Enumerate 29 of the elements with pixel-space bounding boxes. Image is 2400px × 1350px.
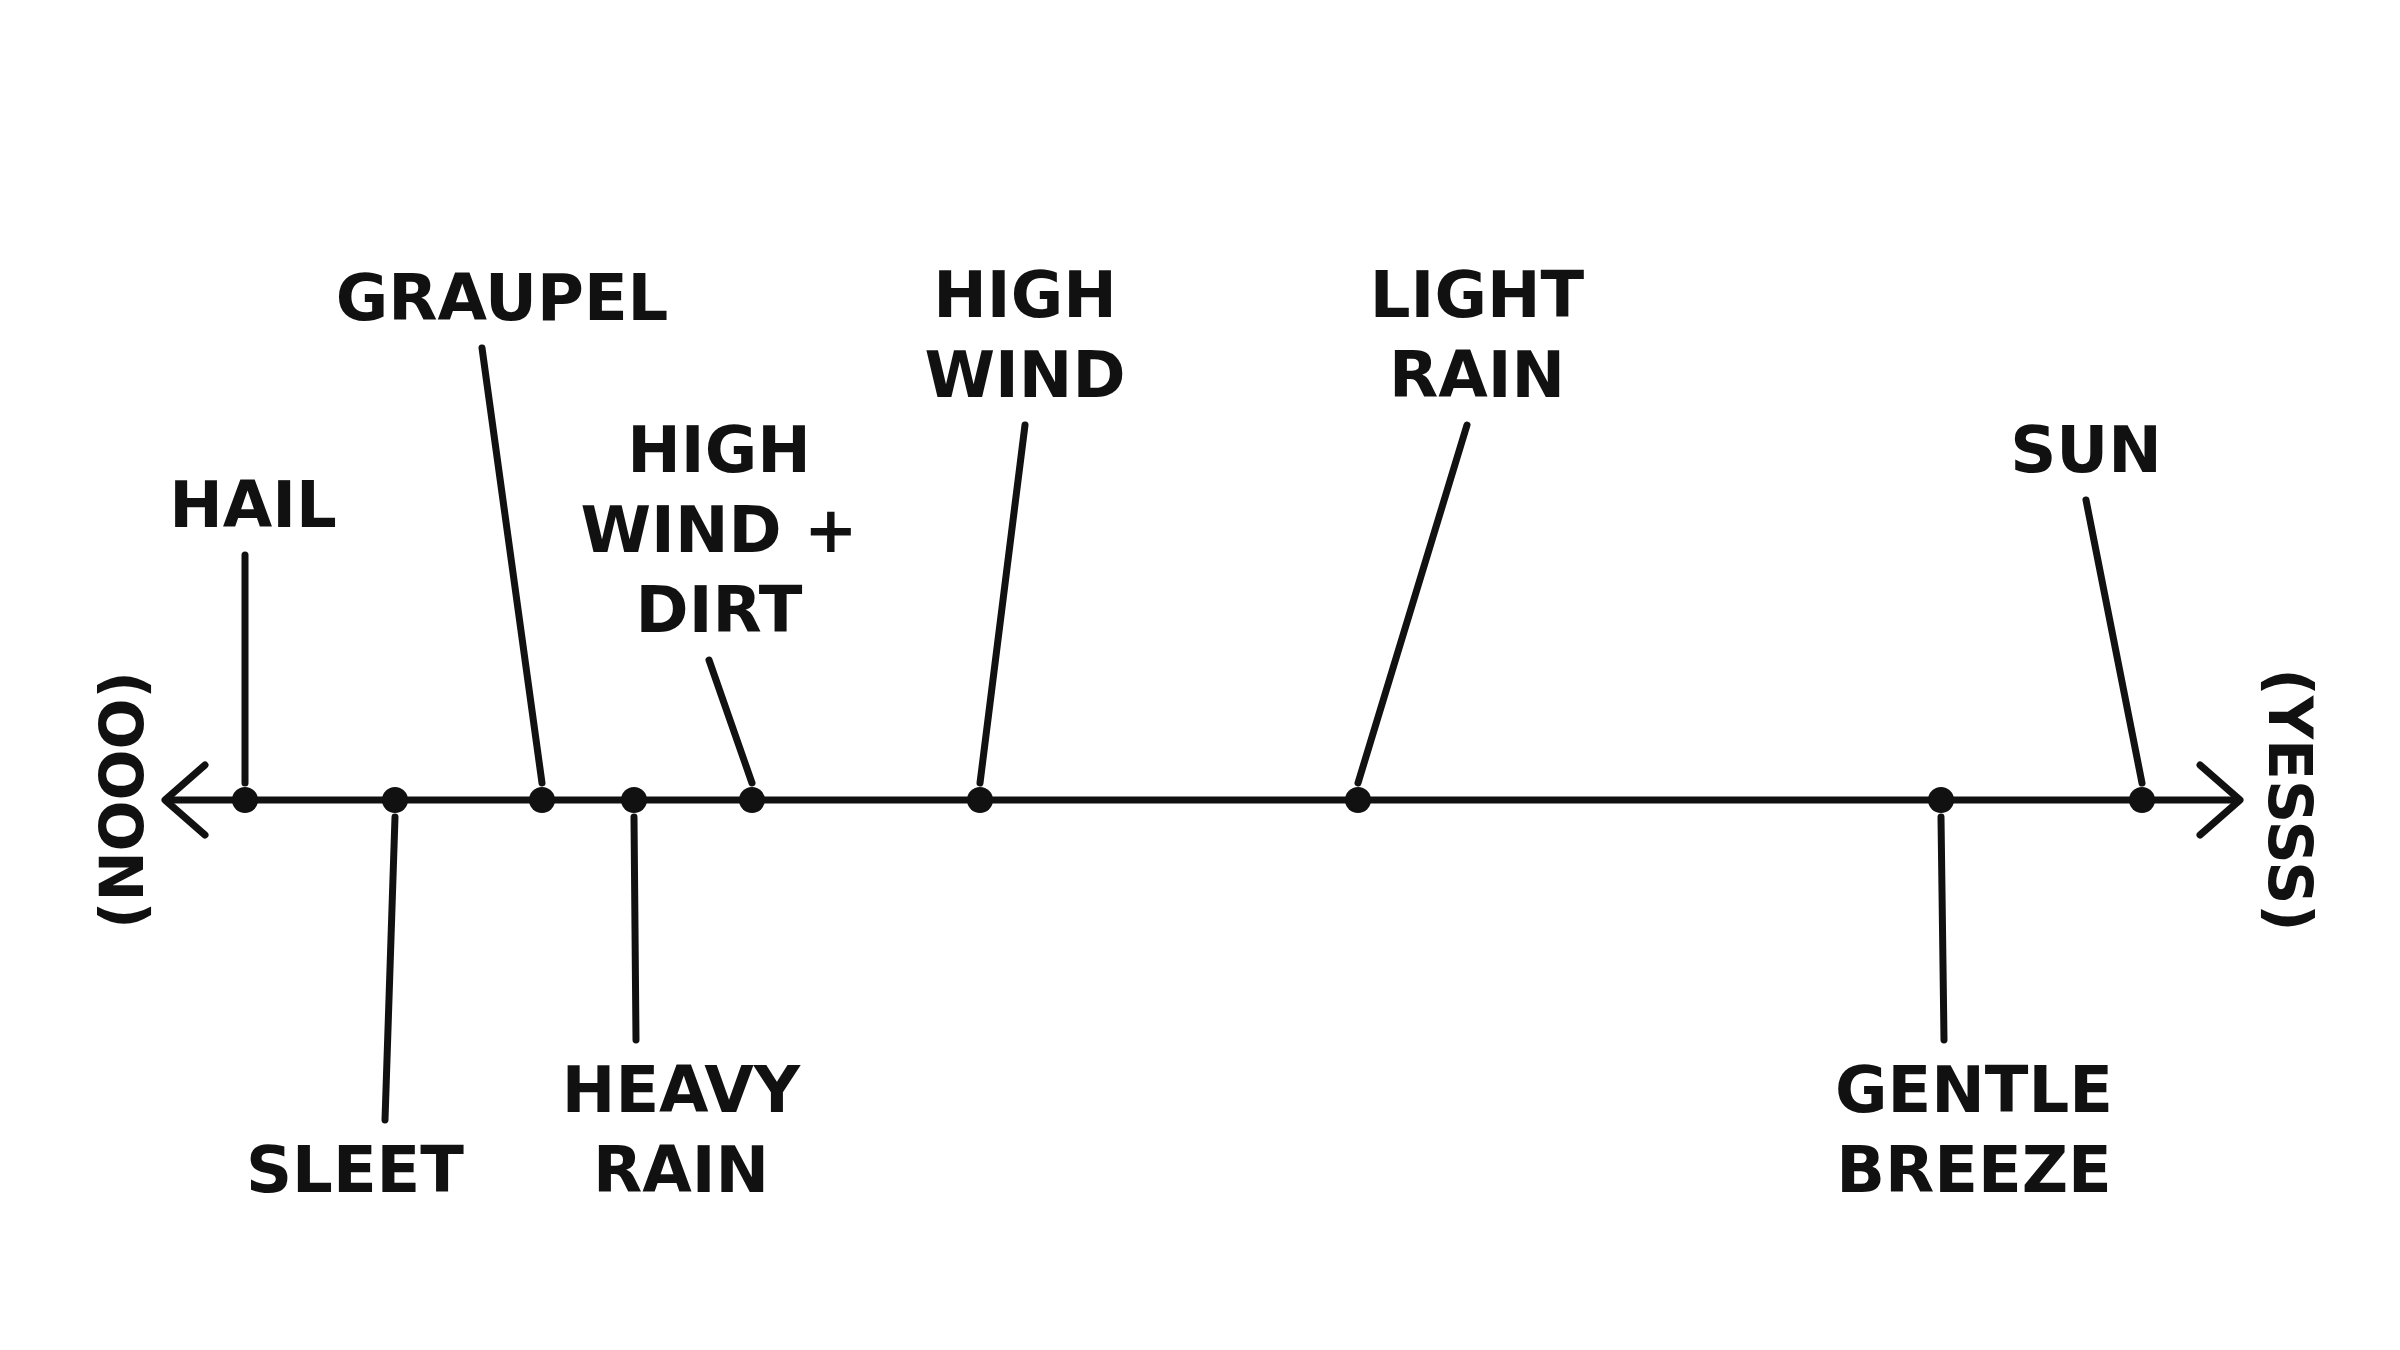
- leader-line: [478, 344, 546, 787]
- point-marker: [382, 787, 408, 813]
- axis-end-label: (YESSS): [2254, 668, 2325, 932]
- leader-line: [241, 551, 249, 787]
- weather-label: HIGH WIND + DIRT: [569, 410, 869, 650]
- weather-label: HAIL: [153, 465, 353, 545]
- axis-end-label: (NOOO): [87, 670, 158, 930]
- weather-label: SLEET: [215, 1130, 495, 1210]
- leader-line: [1354, 421, 1471, 787]
- point-marker: [529, 787, 555, 813]
- point-marker: [1928, 787, 1954, 813]
- leader-line: [1937, 813, 1948, 1044]
- weather-label: GRAUPEL: [312, 258, 692, 338]
- point-marker: [232, 787, 258, 813]
- leader-line: [630, 813, 640, 1044]
- leader-line: [976, 421, 1029, 787]
- point-marker: [2129, 787, 2155, 813]
- point-marker: [967, 787, 993, 813]
- leader-line: [705, 656, 756, 787]
- weather-label: LIGHT RAIN: [1317, 255, 1637, 415]
- leader-line: [2082, 496, 2146, 787]
- point-marker: [739, 787, 765, 813]
- leader-line: [381, 813, 399, 1124]
- weather-label: HIGH WIND: [885, 255, 1165, 415]
- weather-label: SUN: [1976, 410, 2196, 490]
- weather-label: GENTLE BREEZE: [1799, 1050, 2149, 1210]
- point-marker: [621, 787, 647, 813]
- weather-label: HEAVY RAIN: [531, 1050, 831, 1210]
- point-marker: [1345, 787, 1371, 813]
